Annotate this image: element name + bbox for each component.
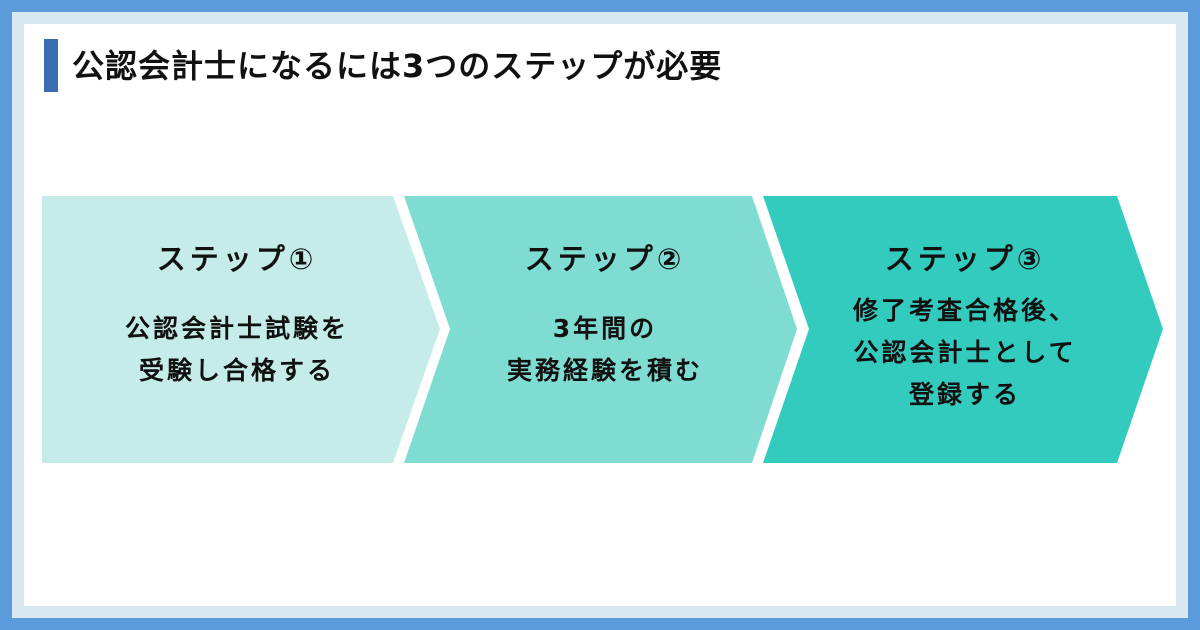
step-3-arrow xyxy=(763,196,1163,463)
step-2-title: ステップ② xyxy=(524,242,686,276)
step-3: ステップ③ 修了考査合格後、 公認会計士として 登録する xyxy=(780,196,1150,463)
step-3-line: 修了考査合格後、 xyxy=(852,296,1077,325)
step-1-arrow xyxy=(42,196,440,463)
title-accent-bar xyxy=(44,39,58,92)
step-2-line: 実務経験を積む xyxy=(506,356,703,385)
step-3-line: 公認会計士として xyxy=(853,338,1077,367)
step-1-line: 受験し合格する xyxy=(138,356,335,385)
step-2-description: 3年間の 実務経験を積む xyxy=(507,308,703,392)
step-3-title: ステップ③ xyxy=(884,242,1046,276)
step-1-line: 公認会計士試験を xyxy=(124,314,349,343)
step-3-description: 修了考査合格後、 公認会計士として 登録する xyxy=(853,290,1077,416)
step-1-description: 公認会計士試験を 受験し合格する xyxy=(125,308,349,392)
step-1-title: ステップ① xyxy=(156,242,318,276)
step-2: ステップ② 3年間の 実務経験を積む xyxy=(420,196,790,463)
step-2-line: 3年間の xyxy=(552,314,658,343)
step-2-arrow xyxy=(404,196,797,463)
step-3-line: 登録する xyxy=(908,380,1021,409)
page-title: 公認会計士になるには3つのステップが必要 xyxy=(72,47,723,85)
step-1: ステップ① 公認会計士試験を 受験し合格する xyxy=(42,196,432,463)
